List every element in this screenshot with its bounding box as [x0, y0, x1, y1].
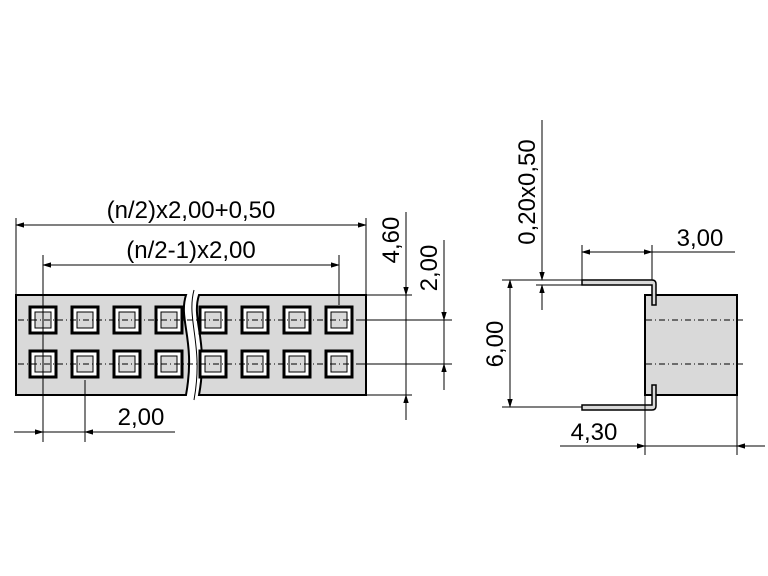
dim-height: 4,60: [378, 212, 409, 420]
front-view: (n/2)x2,00+0,50 (n/2-1)x2,00 2,00 4,60: [14, 197, 452, 442]
dim-overall-length: (n/2)x2,00+0,50: [15, 197, 367, 228]
pin-spread-label: 6,00: [482, 321, 509, 368]
dim-pin-spread: 6,00: [482, 279, 513, 408]
overall-length-label: (n/2)x2,00+0,50: [107, 197, 276, 224]
pin-length-label: 3,00: [677, 225, 724, 252]
dim-pin-length: 3,00: [581, 225, 735, 255]
contact-hole: [70, 349, 100, 379]
center-lines: [18, 319, 364, 365]
contact-hole: [240, 349, 270, 379]
pitch-label: 2,00: [118, 404, 165, 431]
contact-pin-bottom: [581, 384, 657, 411]
side-view: 0,20x0,50 3,00 6,00 4,30: [482, 120, 765, 455]
height-label: 4,60: [378, 217, 405, 264]
pin-section-label: 0,20x0,50: [514, 139, 541, 244]
row-pitch-label: 2,00: [416, 245, 443, 292]
housing: [644, 294, 738, 396]
body-offset-label: 4,30: [571, 419, 618, 446]
contact-pin-top: [581, 279, 657, 306]
connector-body: [15, 289, 367, 401]
dim-pin-span: (n/2-1)x2,00: [42, 237, 340, 268]
dim-pin-section: 0,20x0,50: [514, 120, 545, 310]
dim-row-pitch: 2,00: [416, 240, 447, 390]
pin-span-label: (n/2-1)x2,00: [126, 237, 255, 264]
dim-pitch: 2,00: [14, 404, 175, 435]
dim-body-offset: 4,30: [560, 419, 765, 449]
contact-hole: [198, 349, 228, 379]
